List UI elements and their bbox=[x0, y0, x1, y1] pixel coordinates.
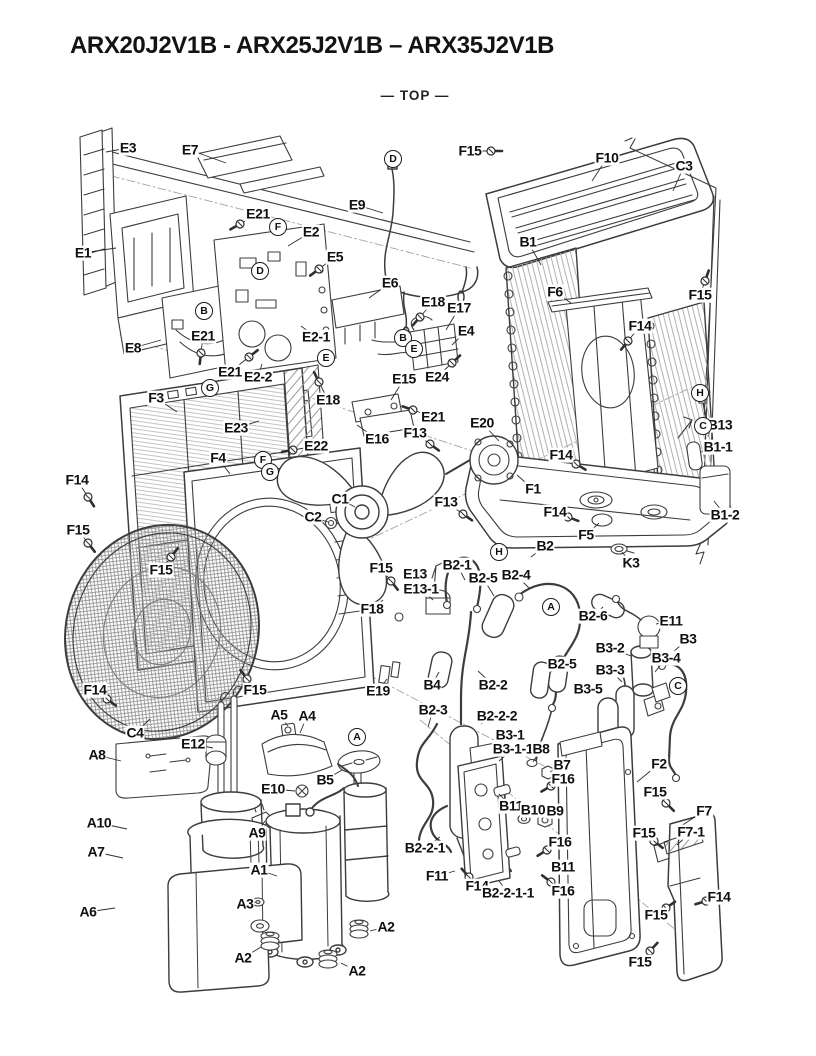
orientation-label: — TOP — bbox=[380, 88, 450, 103]
electrical-box-cover bbox=[195, 135, 325, 194]
drain-spout bbox=[591, 513, 635, 555]
pcb-assembly bbox=[213, 223, 337, 375]
compressor bbox=[261, 763, 390, 968]
top-panel bbox=[485, 137, 715, 269]
valve-coil bbox=[611, 594, 671, 717]
fixing-plate bbox=[115, 735, 213, 799]
partition-panel bbox=[565, 291, 659, 489]
terminal-block bbox=[371, 315, 459, 371]
small-brackets bbox=[351, 393, 415, 437]
mounting-bracket bbox=[331, 285, 405, 345]
page-title: ARX20J2V1B - ARX25J2V1B – ARX35J2V1B bbox=[70, 32, 555, 59]
heat-sink bbox=[79, 127, 117, 296]
fan-motor bbox=[445, 435, 519, 485]
support-bar bbox=[547, 287, 653, 313]
corner-panel bbox=[557, 726, 641, 967]
fan-nut bbox=[324, 516, 338, 530]
pipe-cover bbox=[653, 812, 723, 982]
